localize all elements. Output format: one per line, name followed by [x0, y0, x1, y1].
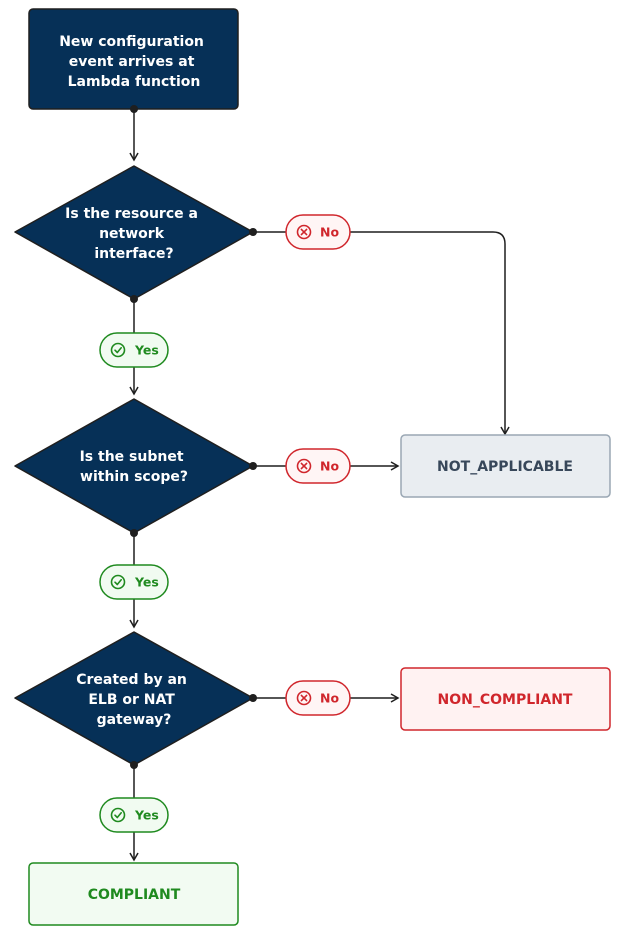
x-circle-icon [296, 690, 312, 706]
svg-text:New configuration event: New configuration event arrives at Lambd… [59, 34, 209, 90]
yes-pill-1: Yes [99, 332, 169, 368]
yes-pill-2: Yes [99, 564, 169, 600]
start-node: New configuration event arrives at Lambd… [28, 8, 239, 110]
compliant-node: COMPLIANT [28, 862, 239, 926]
connector-dots [130, 105, 257, 769]
decision-created-by-elb-or-nat: Created by an ELB or NAT gateway? [14, 631, 254, 766]
yes-pill-3: Yes [99, 797, 169, 833]
svg-text:Created by an ELB or NAT: Created by an ELB or NAT gateway? [76, 672, 192, 728]
yes-pill-2-label: Yes [134, 575, 159, 590]
decision1-line-1: Is the resource a [65, 206, 198, 222]
yes-pill-1-label: Yes [134, 343, 159, 358]
non-compliant-node: NON_COMPLIANT [400, 667, 611, 731]
start-node-line-3: Lambda function [68, 74, 201, 90]
start-node-line-1: New configuration [59, 34, 204, 50]
no-pill-1: No [285, 214, 351, 250]
compliant-label: COMPLIANT [88, 887, 181, 903]
check-circle-icon [110, 574, 126, 590]
svg-text:Is the subnet within sco: Is the subnet within scope? [80, 449, 189, 485]
no-pill-1-label: No [320, 225, 339, 240]
no-pill-3: No [285, 680, 351, 716]
not-applicable-node: NOT_APPLICABLE [400, 434, 611, 498]
no-pill-3-label: No [320, 691, 339, 706]
decision3-line-2: ELB or NAT [88, 692, 175, 708]
decision-subnet-within-scope: Is the subnet within scope? [14, 398, 254, 534]
decision2-line-2: within scope? [80, 469, 188, 485]
start-node-line-2: event arrives at [69, 54, 195, 70]
connectors [129, 109, 510, 862]
no-pill-2: No [285, 448, 351, 484]
decision1-line-2: network [99, 226, 165, 242]
no-pill-2-label: No [320, 459, 339, 474]
x-circle-icon [296, 224, 312, 240]
non-compliant-label: NON_COMPLIANT [438, 692, 573, 708]
x-circle-icon [296, 458, 312, 474]
not-applicable-label: NOT_APPLICABLE [437, 459, 573, 475]
decision2-line-1: Is the subnet [80, 449, 184, 465]
check-circle-icon [110, 342, 126, 358]
decision3-line-3: gateway? [97, 712, 172, 728]
svg-text:Is the resource a networ: Is the resource a network interface? [65, 206, 203, 262]
yes-pill-3-label: Yes [134, 808, 159, 823]
decision-resource-is-network-interface: Is the resource a network interface? [14, 165, 254, 300]
connector-no1-to-not-applicable [350, 231, 510, 436]
check-circle-icon [110, 807, 126, 823]
decision3-line-1: Created by an [76, 672, 187, 688]
decision1-line-3: interface? [94, 246, 173, 262]
